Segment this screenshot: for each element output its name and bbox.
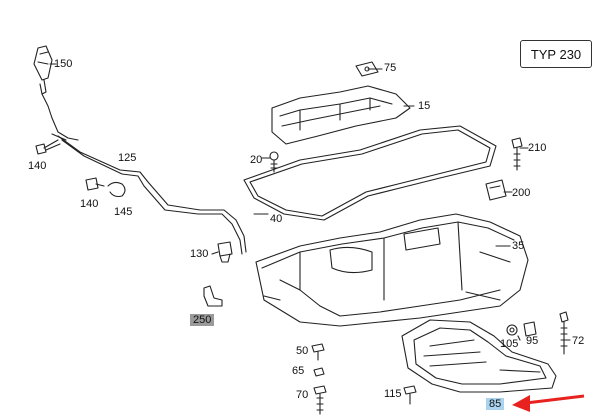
- part-label-40[interactable]: 40: [270, 213, 283, 225]
- part-label-20[interactable]: 20: [250, 154, 263, 166]
- bolt-icon[interactable]: [403, 385, 417, 405]
- part-label-85-selected[interactable]: 85: [486, 398, 505, 410]
- drain-plug-icon[interactable]: [217, 241, 233, 263]
- part-label-15[interactable]: 15: [418, 100, 431, 112]
- oil-pan-icon[interactable]: [255, 213, 529, 327]
- part-label-150[interactable]: 150: [54, 58, 73, 70]
- bolt-icon[interactable]: [313, 367, 325, 377]
- type-label-box: TYP 230: [520, 40, 592, 68]
- sensor-icon[interactable]: [33, 45, 53, 119]
- washer-icon[interactable]: [506, 324, 518, 336]
- bolt-icon[interactable]: [313, 385, 327, 415]
- bolt-icon[interactable]: [35, 139, 61, 155]
- part-label-75[interactable]: 75: [384, 62, 397, 74]
- part-label-125[interactable]: 125: [118, 152, 137, 164]
- part-label-140[interactable]: 140: [28, 160, 47, 172]
- part-label-200[interactable]: 200: [512, 187, 531, 199]
- dipstick-tube-icon[interactable]: [51, 117, 247, 255]
- bracket-icon[interactable]: [203, 285, 223, 307]
- part-label-250[interactable]: 250: [190, 314, 215, 326]
- part-label-145[interactable]: 145: [114, 206, 133, 218]
- part-label-130[interactable]: 130: [190, 248, 209, 260]
- part-label-210[interactable]: 210: [528, 142, 547, 154]
- part-label-140-clip[interactable]: 140: [80, 198, 99, 210]
- bolt-icon[interactable]: [559, 311, 569, 355]
- clip-icon[interactable]: [85, 177, 126, 198]
- part-label-72[interactable]: 72: [572, 335, 585, 347]
- oil-pan-gasket-icon[interactable]: [243, 125, 497, 221]
- part-label-50[interactable]: 50: [296, 345, 309, 357]
- part-label-70[interactable]: 70: [296, 389, 309, 401]
- part-label-115[interactable]: 115: [384, 388, 402, 400]
- bolt-icon[interactable]: [511, 137, 523, 171]
- part-label-105[interactable]: 105: [500, 338, 519, 350]
- part-label-35[interactable]: 35: [512, 240, 525, 252]
- baffle-plate-icon[interactable]: [271, 85, 411, 145]
- bolt-icon[interactable]: [311, 343, 325, 361]
- oil-level-sensor-icon[interactable]: [485, 179, 507, 201]
- drain-plug-icon[interactable]: [523, 321, 537, 337]
- pointer-arrow-icon: [512, 394, 585, 412]
- lower-oil-pan-icon[interactable]: [401, 319, 557, 393]
- part-label-95[interactable]: 95: [526, 335, 539, 347]
- part-label-65[interactable]: 65: [292, 365, 305, 377]
